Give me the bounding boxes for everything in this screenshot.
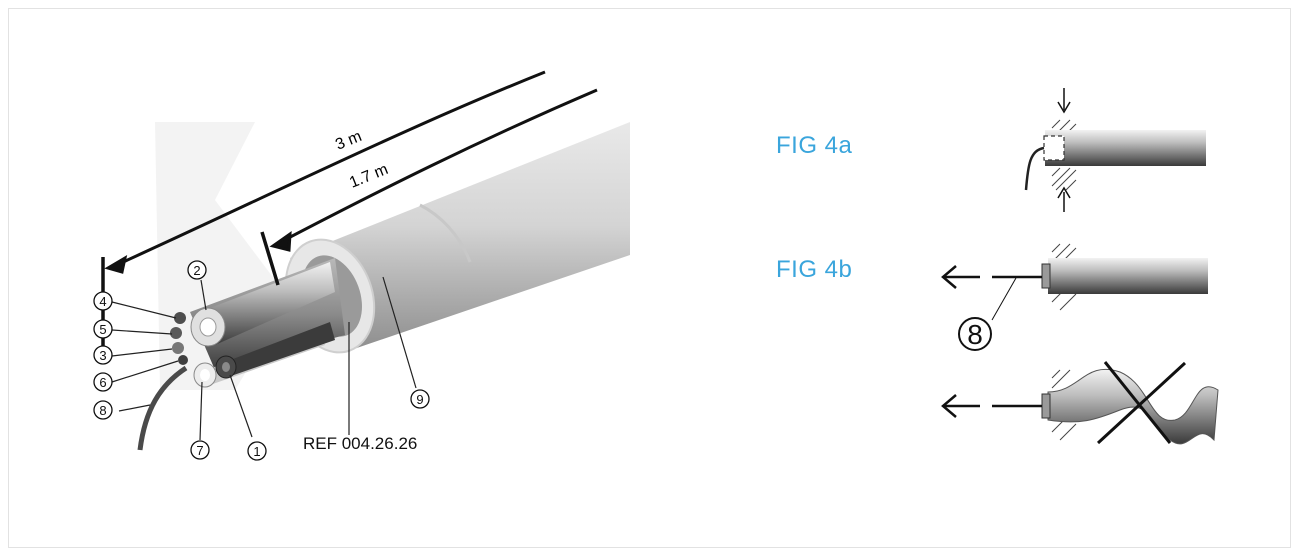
reference-text: REF 004.26.26 xyxy=(303,434,417,453)
fig4b-callout-8 xyxy=(958,317,992,351)
fig-4b-drawing: 8 xyxy=(941,243,1208,351)
callout-8 xyxy=(93,400,113,420)
callout-9 xyxy=(410,389,430,409)
wire-6-end xyxy=(178,355,188,365)
callout-4-text: 4 xyxy=(99,294,106,309)
fig4b-callout-8-text: 8 xyxy=(967,319,983,350)
callout-circles xyxy=(93,260,430,461)
callout-7 xyxy=(190,440,210,460)
callout-9-text: 9 xyxy=(416,392,423,407)
callout-1 xyxy=(247,441,267,461)
dimension-1-7m xyxy=(260,88,598,286)
callout-6-text: 6 xyxy=(99,375,106,390)
label-3m: 3 m xyxy=(333,128,364,154)
callout-8-text: 8 xyxy=(99,403,106,418)
label-1-7m: 1.7 m xyxy=(347,161,390,192)
callout-5-text: 5 xyxy=(99,322,106,337)
crumpled-cable xyxy=(1047,368,1219,445)
fig-4b-label: FIG 4b xyxy=(776,256,853,283)
callout-7-text: 7 xyxy=(196,443,203,458)
callout-5 xyxy=(93,319,113,339)
callout-1-text: 1 xyxy=(253,444,260,459)
callout-2 xyxy=(187,260,207,280)
callout-4 xyxy=(93,291,113,311)
wire-3-end xyxy=(172,342,184,354)
cable-assembly xyxy=(137,122,630,451)
callout-6 xyxy=(93,372,113,392)
cable-8 xyxy=(137,365,188,451)
outer-jacket xyxy=(290,122,630,352)
wire-4-end xyxy=(174,312,186,324)
wire-5-end xyxy=(170,327,182,339)
cross-line-1 xyxy=(1103,361,1172,444)
fig-4a-drawing xyxy=(1024,88,1206,212)
callout-2-text: 2 xyxy=(193,263,200,278)
cross-line-2 xyxy=(1096,361,1187,445)
leader-lines xyxy=(111,276,417,441)
fig-4a-label: FIG 4a xyxy=(776,132,853,159)
callout-3 xyxy=(93,345,113,365)
callout-3-text: 3 xyxy=(99,348,106,363)
fig-4b-wrong-drawing xyxy=(941,361,1219,445)
